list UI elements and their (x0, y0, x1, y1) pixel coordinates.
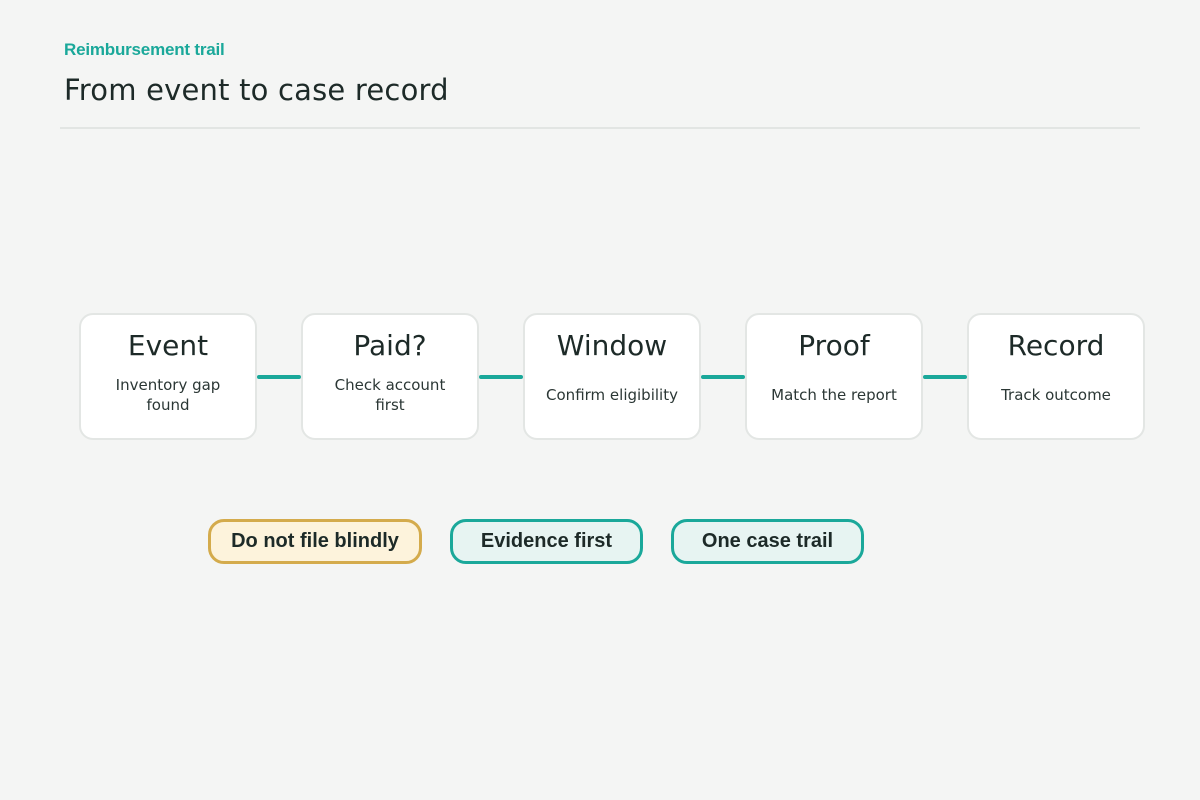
process-flow: Event Inventory gap found Paid? Check ac… (79, 313, 1145, 440)
step-description: Confirm eligibility (546, 386, 678, 404)
flow-connector (701, 374, 745, 379)
tag-one-case-trail: One case trail (671, 519, 864, 564)
step-title: Paid? (353, 329, 427, 362)
flow-connector (923, 374, 967, 379)
step-description: Inventory gap found (115, 376, 221, 414)
step-title: Proof (798, 329, 870, 362)
step-description: Track outcome (1001, 386, 1111, 404)
step-proof: Proof Match the report (745, 313, 923, 440)
principle-tags: Do not file blindly Evidence first One c… (208, 519, 864, 564)
step-record: Record Track outcome (967, 313, 1145, 440)
eyebrow-label: Reimbursement trail (64, 40, 225, 59)
header: Reimbursement trail From event to case r… (64, 40, 449, 107)
step-paid: Paid? Check account first (301, 313, 479, 440)
step-description: Check account first (334, 376, 446, 414)
header-divider (60, 127, 1140, 129)
page-title: From event to case record (64, 73, 449, 107)
step-event: Event Inventory gap found (79, 313, 257, 440)
flow-connector (257, 374, 301, 379)
step-title: Window (556, 329, 668, 362)
step-title: Event (127, 329, 209, 362)
tag-evidence-first: Evidence first (450, 519, 643, 564)
tag-warning: Do not file blindly (208, 519, 422, 564)
flow-connector (479, 374, 523, 379)
step-description: Match the report (771, 386, 897, 404)
step-title: Record (1007, 329, 1105, 362)
step-window: Window Confirm eligibility (523, 313, 701, 440)
